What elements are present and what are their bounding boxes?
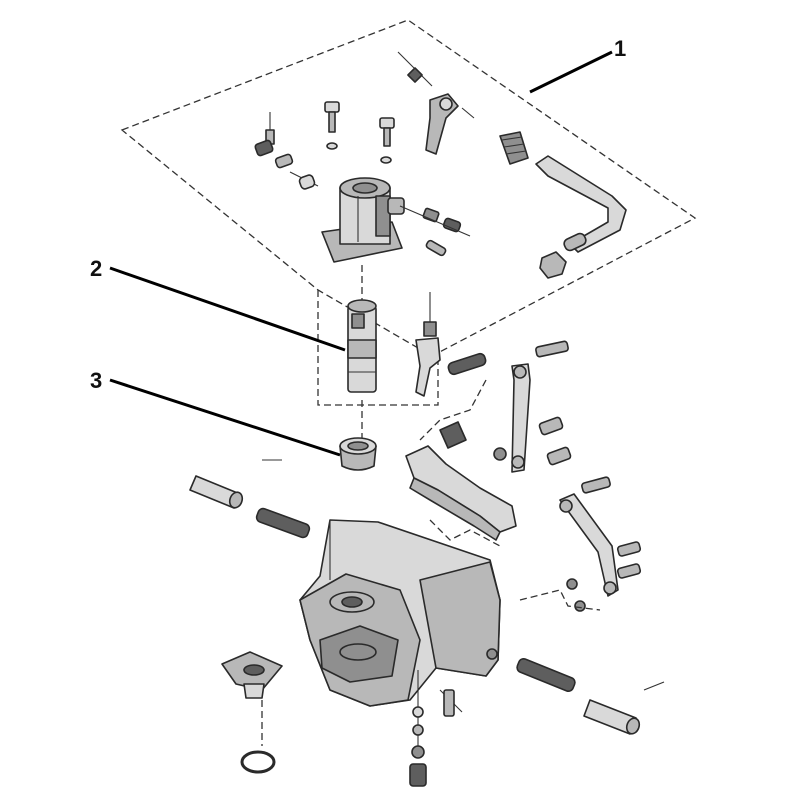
lock-housing bbox=[321, 177, 405, 263]
cap-screw-right bbox=[379, 117, 395, 164]
lower-pin-small bbox=[425, 239, 447, 257]
latch-lever bbox=[397, 51, 475, 155]
detent-spring bbox=[254, 139, 274, 157]
lock-pin bbox=[347, 299, 377, 393]
torsion-spring bbox=[439, 421, 467, 449]
route-line-5 bbox=[429, 519, 501, 547]
latch-pawl bbox=[415, 292, 441, 397]
callout-1-label: 1 bbox=[614, 36, 626, 61]
left-pivot-pin bbox=[189, 459, 282, 509]
bottom-screw-stack bbox=[409, 670, 427, 787]
plunger-pin bbox=[289, 171, 319, 190]
linkage-bolt-top bbox=[535, 340, 569, 358]
right-spring bbox=[516, 657, 576, 693]
cap-screw-left bbox=[265, 112, 275, 145]
cam-lever bbox=[405, 445, 517, 541]
callout-1: 1 bbox=[529, 36, 626, 94]
linkage-bolts-mid bbox=[493, 416, 572, 466]
bushing bbox=[339, 437, 377, 471]
cap-screw-center bbox=[324, 101, 340, 150]
assembly-2-boundary bbox=[317, 290, 439, 406]
linkage-spring bbox=[447, 352, 487, 376]
right-pivot-pin bbox=[583, 681, 665, 735]
retaining-ring bbox=[240, 750, 276, 774]
route-line-3 bbox=[419, 379, 487, 441]
bottom-bolt bbox=[439, 689, 463, 717]
callout-2: 2 bbox=[90, 256, 346, 352]
coupling-body bbox=[299, 519, 501, 707]
route-line-4 bbox=[519, 589, 601, 611]
detent-plunger bbox=[274, 153, 294, 169]
callout-2-label: 2 bbox=[90, 256, 102, 281]
side-screw-set bbox=[399, 205, 471, 237]
vertical-link-arm bbox=[511, 363, 531, 473]
release-handle bbox=[535, 155, 627, 279]
callout-3-label: 3 bbox=[90, 368, 102, 393]
plate-bolts bbox=[566, 476, 642, 612]
side-link-plate bbox=[559, 493, 619, 597]
left-spring bbox=[255, 507, 311, 539]
callout-3: 3 bbox=[90, 368, 341, 457]
handle-spring bbox=[499, 131, 529, 165]
wear-plate bbox=[221, 651, 283, 699]
assembly-1-boundary bbox=[120, 19, 697, 357]
